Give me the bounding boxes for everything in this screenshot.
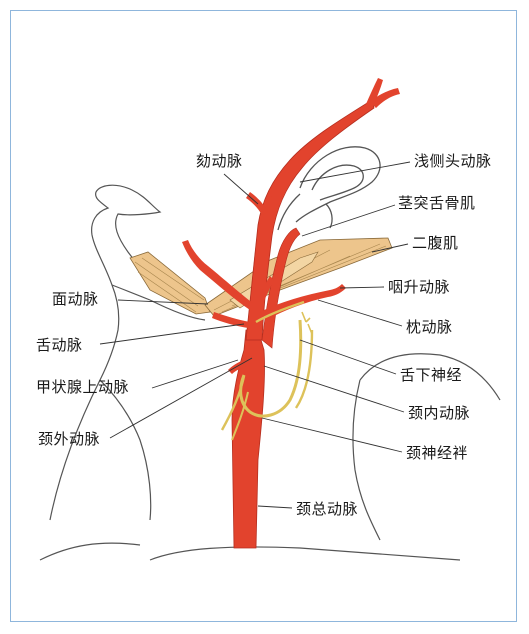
- label-stylohyoid-muscle: 茎突舌骨肌: [398, 194, 476, 212]
- leader-external-carotid: [110, 358, 252, 438]
- leader-occipital: [318, 300, 402, 326]
- leader-maxillary: [224, 174, 258, 204]
- leader-ascending-pharyngeal: [340, 287, 384, 288]
- leader-lingual: [100, 324, 244, 344]
- label-internal-carotid-artery: 颈内动脉: [408, 404, 470, 422]
- label-superficial-temporal-artery: 浅侧头动脉: [414, 152, 492, 170]
- label-common-carotid-artery: 颈总动脉: [296, 500, 358, 518]
- label-maxillary-artery: 劾动脉: [196, 152, 243, 170]
- label-hypoglossal-nerve: 舌下神经: [400, 366, 462, 384]
- leader-common-carotid: [258, 506, 292, 508]
- label-lingual-artery: 舌动脉: [36, 336, 83, 354]
- label-external-carotid-artery: 颈外动脉: [38, 430, 100, 448]
- leader-ansa-cervicalis: [262, 418, 402, 452]
- label-digastric-muscle: 二腹肌: [412, 234, 459, 252]
- label-ansa-cervicalis: 颈神经袢: [406, 444, 468, 462]
- leader-superior-thyroid: [152, 360, 238, 388]
- leader-superficial-temporal: [300, 162, 410, 182]
- leader-hypoglossal: [300, 340, 396, 374]
- label-superior-thyroid-artery: 甲状腺上动脉: [36, 378, 129, 396]
- label-facial-artery: 面动脉: [52, 290, 99, 308]
- label-occipital-artery: 枕动脉: [406, 318, 453, 336]
- label-ascending-pharyngeal-artery: 咽升动脉: [388, 278, 450, 296]
